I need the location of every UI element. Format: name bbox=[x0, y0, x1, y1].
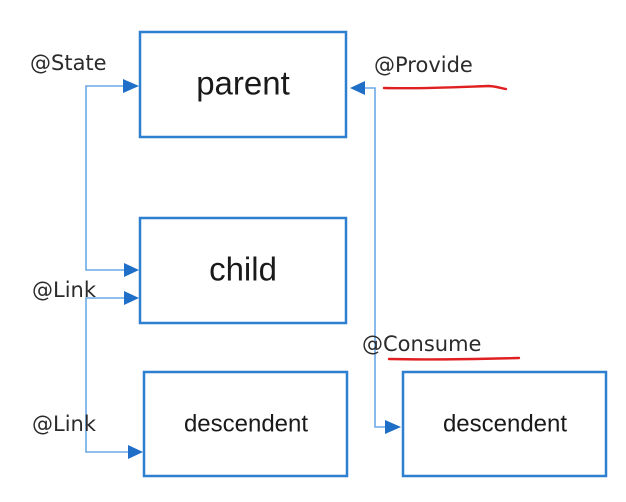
link-link-connector bbox=[85, 297, 128, 453]
state-annotation: @State bbox=[30, 51, 107, 75]
arrowhead-to-child-lower bbox=[124, 291, 139, 305]
state-link-connector bbox=[85, 85, 124, 271]
descendent-left-label: descendent bbox=[184, 410, 308, 437]
provide-annotation: @Provide bbox=[374, 53, 473, 77]
child-label: child bbox=[209, 251, 277, 288]
child-node bbox=[138, 216, 348, 325]
consume-annotation: @Consume bbox=[362, 332, 481, 356]
arrowhead-to-child-upper bbox=[124, 263, 139, 277]
arrowhead-to-parent-left bbox=[123, 79, 139, 93]
provide-underline bbox=[382, 84, 508, 91]
provide-consume-connector bbox=[365, 87, 385, 428]
parent-node bbox=[138, 30, 348, 139]
arrowhead-to-parent-right bbox=[350, 81, 365, 95]
arrowhead-to-descendent-right bbox=[385, 420, 401, 434]
descendent-left-node bbox=[142, 370, 349, 478]
descendent-right-node bbox=[401, 370, 608, 478]
arrowhead-to-descendent-left bbox=[128, 445, 143, 459]
parent-label: parent bbox=[196, 65, 290, 102]
link-lower-annotation: @Link bbox=[32, 412, 97, 436]
consume-underline bbox=[387, 356, 521, 361]
descendent-right-label: descendent bbox=[443, 410, 567, 437]
link-upper-annotation: @Link bbox=[32, 278, 97, 302]
